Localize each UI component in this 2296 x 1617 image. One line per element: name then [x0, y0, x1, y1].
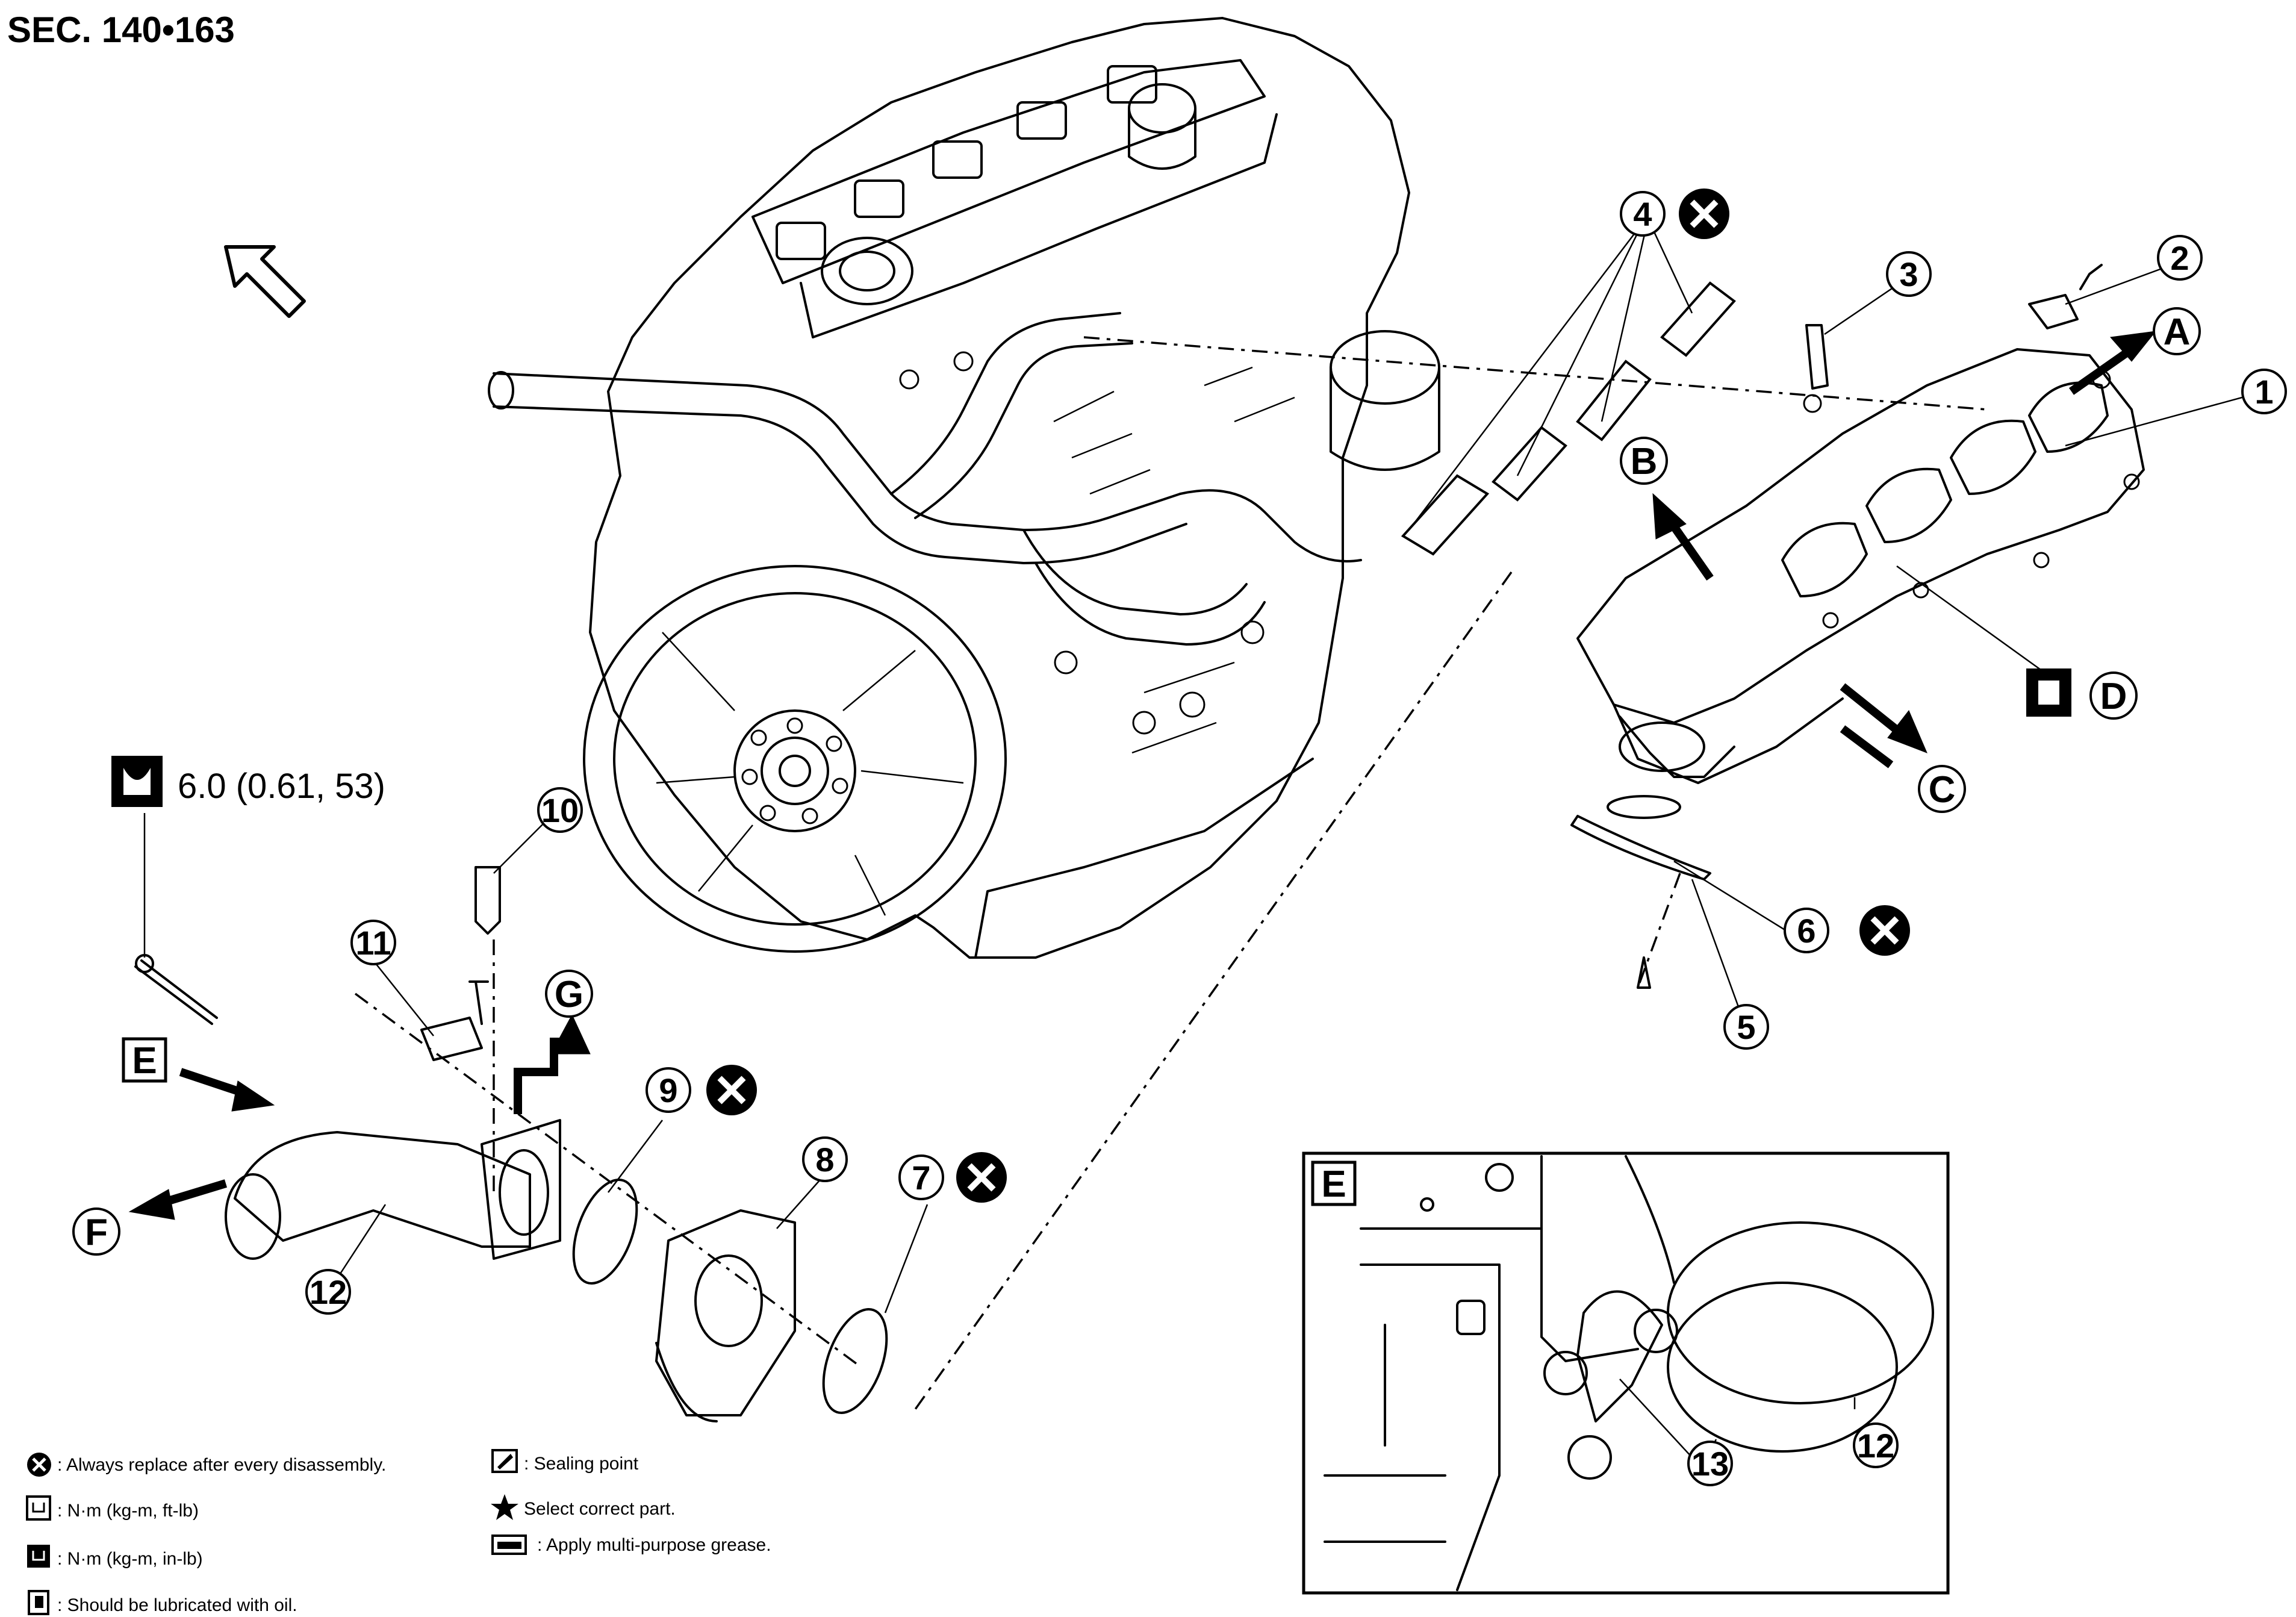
bolt-lower [1637, 956, 1651, 989]
svg-text:1: 1 [2254, 373, 2273, 411]
sensor-10 [474, 866, 501, 935]
leader-lines [143, 222, 2265, 1313]
svg-text:8: 8 [815, 1141, 834, 1179]
grease-icon [491, 1534, 527, 1555]
callout-11: 11 [350, 920, 396, 965]
torque-spec: 6.0 (0.61, 53) [178, 767, 385, 806]
callout-8: 8 [802, 1136, 848, 1182]
callout-2: 2 [2157, 235, 2203, 281]
torque-wrench-icon [111, 756, 163, 807]
svg-text:3: 3 [1899, 255, 1918, 293]
svg-text:G: G [555, 974, 583, 1015]
engine-assembly [488, 17, 1440, 959]
legend-sealing: : Sealing point [524, 1454, 639, 1474]
torque-wrench-icon [26, 1495, 51, 1521]
svg-text:7: 7 [912, 1159, 930, 1197]
electric-throttle-control-actuator-8 [655, 1209, 796, 1422]
o-ring-6 [1607, 795, 1681, 819]
letter-f: F [72, 1207, 120, 1256]
letter-d: D [2089, 671, 2138, 720]
callout-12: 12 [305, 1269, 351, 1315]
bolt-long [134, 959, 218, 1025]
gaskets-4 [1401, 281, 1736, 556]
callout-7: 7 [898, 1154, 944, 1200]
legend-nm-ftlb: : N·m (kg-m, ft-lb) [57, 1501, 199, 1521]
torque-wrench-icon [27, 1545, 50, 1568]
oil-can-icon [28, 1590, 49, 1615]
sensor-11 [420, 1017, 483, 1061]
gasket-5 [1570, 815, 1711, 880]
svg-text:4: 4 [1633, 195, 1652, 233]
legend-replace: : Always replace after every disassembly… [57, 1455, 386, 1475]
star-icon [491, 1494, 518, 1520]
legend-nm-inlb: : N·m (kg-m, in-lb) [57, 1549, 203, 1569]
air-inlet-pipe-12 [225, 1119, 561, 1260]
legend: : Always replace after every disassembly… [26, 1449, 771, 1615]
inset-label: E [1321, 1164, 1346, 1205]
callout-9: 9 [646, 1067, 691, 1113]
svg-text:12: 12 [310, 1273, 347, 1311]
callout-3: 3 [1886, 251, 1932, 297]
o-ring-9 [572, 1179, 638, 1285]
svg-text:5: 5 [1737, 1008, 1755, 1046]
svg-text:11: 11 [355, 924, 391, 962]
letter-g: G [545, 970, 593, 1018]
svg-text:13: 13 [1691, 1445, 1729, 1483]
svg-text:D: D [2100, 676, 2127, 717]
letter-e-box: E [122, 1037, 167, 1083]
callout-4: 4 [1620, 191, 1666, 237]
replace-x-icon [27, 1453, 51, 1477]
letter-a: A [2153, 307, 2201, 355]
svg-text:E: E [132, 1040, 157, 1082]
callout-5: 5 [1723, 1004, 1769, 1050]
legend-grease: : Apply multi-purpose grease. [537, 1535, 771, 1555]
svg-text:2: 2 [2170, 239, 2189, 277]
letter-c: C [1918, 765, 1966, 813]
svg-text:9: 9 [659, 1071, 677, 1109]
replace-x-icon [706, 188, 1910, 1203]
inset-detail-e: E 13 12 [1302, 1151, 1950, 1595]
section-code: SEC. 140•163 [7, 10, 235, 50]
legend-select: Select correct part. [524, 1499, 676, 1519]
bolt-small [468, 980, 489, 1025]
flow-arrows [128, 331, 2157, 1220]
front-arrow-icon [224, 245, 306, 318]
svg-text:C: C [1929, 769, 1956, 811]
svg-text:A: A [2164, 311, 2191, 353]
alignment-lines [354, 336, 1988, 1410]
svg-text:12: 12 [1857, 1427, 1894, 1465]
o-ring-7 [822, 1308, 888, 1414]
svg-text:F: F [85, 1212, 108, 1253]
torque-wrench-icon [2026, 668, 2071, 717]
callout-13: 13 [1687, 1441, 1733, 1486]
callout-1: 1 [2241, 369, 2287, 414]
letter-b: B [1620, 437, 1668, 485]
svg-text:6: 6 [1797, 912, 1815, 950]
svg-text:10: 10 [541, 791, 579, 829]
legend-oil: : Should be lubricated with oil. [57, 1595, 297, 1615]
callout-10: 10 [537, 787, 583, 833]
sealing-icon [491, 1449, 518, 1473]
svg-text:B: B [1631, 441, 1658, 482]
callout-6: 6 [1784, 908, 1829, 953]
callout-12-inset: 12 [1853, 1422, 1899, 1468]
